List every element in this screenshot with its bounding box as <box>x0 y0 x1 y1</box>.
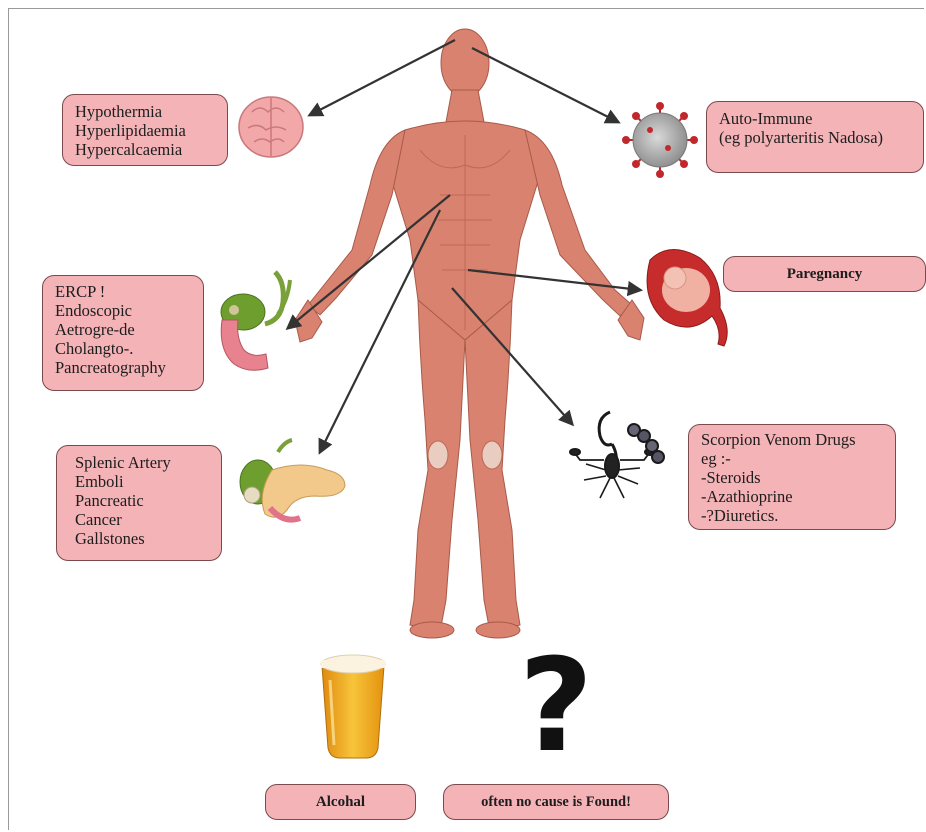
splenic-box: Splenic Artery Emboli Pancreatic Cancer … <box>56 445 222 561</box>
alcohal-label: Alcohal <box>316 793 365 812</box>
box-line: -Steroids <box>701 468 883 487</box>
box-line: Cancer <box>75 510 209 529</box>
autoimmune-box: Auto-Immune (eg polyarteritis Nadosa) <box>706 101 924 173</box>
scorpion-drugs-box: Scorpion Venom Drugs eg :- -Steroids -Az… <box>688 424 896 530</box>
scorpion-icon <box>570 412 664 498</box>
box-line: Pancreatic <box>75 491 209 510</box>
beer-glass-icon <box>321 655 385 758</box>
human-body-muscle-icon <box>295 29 644 638</box>
pancreas-icon <box>240 440 345 520</box>
box-line: Scorpion Venom Drugs <box>701 430 883 449</box>
box-line: Hyperlipidaemia <box>75 121 215 140</box>
box-line: Gallstones <box>75 529 209 548</box>
svg-text:?: ? <box>519 632 593 781</box>
box-line: Cholangto-. <box>55 339 191 358</box>
alcohal-box: Alcohal <box>265 784 416 820</box>
no-cause-box: often no cause is Found! <box>443 784 669 820</box>
box-line: Emboli <box>75 472 209 491</box>
fetus-icon <box>647 249 727 346</box>
box-line: Splenic Artery <box>75 453 209 472</box>
box-line: ERCP ! <box>55 282 191 301</box>
virus-icon <box>622 102 698 178</box>
question-mark-icon: ? <box>519 632 593 781</box>
box-line: Pancreatography <box>55 358 191 377</box>
box-line: eg :- <box>701 449 883 468</box>
brain-icon <box>239 97 303 157</box>
ercp-box: ERCP ! Endoscopic Aetrogre-de Cholangto-… <box>42 275 204 391</box>
pregnancy-box: Paregnancy <box>723 256 926 292</box>
box-line: Aetrogre-de <box>55 320 191 339</box>
box-line: -?Diuretics. <box>701 506 883 525</box>
box-line: Hypothermia <box>75 102 215 121</box>
brain-causes-box: Hypothermia Hyperlipidaemia Hypercalcaem… <box>62 94 228 166</box>
box-line: Auto-Immune <box>719 109 911 128</box>
box-line: Endoscopic <box>55 301 191 320</box>
gallbladder-icon <box>221 272 290 370</box>
no-cause-label: often no cause is Found! <box>481 793 631 812</box>
pregnancy-label: Paregnancy <box>787 265 863 284</box>
box-line: Hypercalcaemia <box>75 140 215 159</box>
box-line: -Azathioprine <box>701 487 883 506</box>
box-line: (eg polyarteritis Nadosa) <box>719 128 911 147</box>
